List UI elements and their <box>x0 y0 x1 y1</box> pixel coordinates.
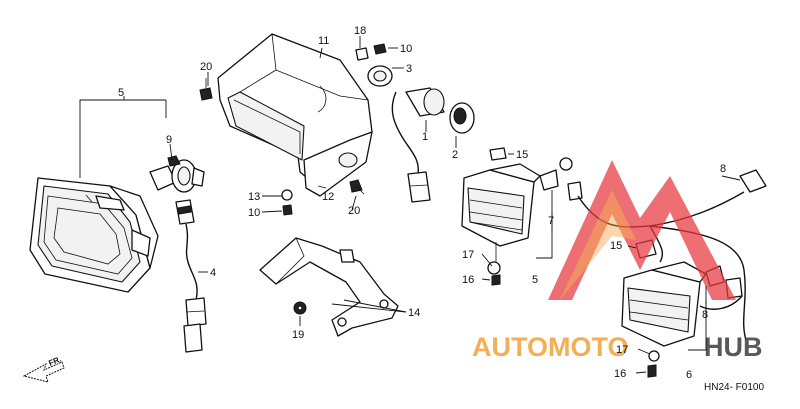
callout-15b: 15 <box>610 240 622 252</box>
watermark-text-right: HUB <box>704 332 763 362</box>
aux-lamp-upper <box>461 147 583 286</box>
headlight-assembly <box>29 177 159 293</box>
headlight-case <box>217 33 373 197</box>
callout-11: 11 <box>318 35 329 47</box>
callout-15a: 15 <box>516 149 528 161</box>
callout-16a: 16 <box>462 274 474 286</box>
callout-5b: 6 <box>686 369 692 381</box>
callout-20b: 20 <box>348 205 360 217</box>
fasteners-top <box>199 43 387 216</box>
callout-7: 5 <box>118 87 124 99</box>
callout-14: 14 <box>408 307 420 319</box>
callout-18: 18 <box>354 25 366 37</box>
drawing-code: HN24- F0100 <box>704 382 764 393</box>
callout-16b: 16 <box>614 368 626 380</box>
switch-assembly <box>367 65 475 203</box>
watermark-text-left: AUTOMOTO <box>472 332 629 362</box>
callout-12: 12 <box>322 191 334 203</box>
callout-13: 13 <box>248 191 260 203</box>
headlight-harness <box>175 199 207 353</box>
direction-label: FR. <box>47 355 62 368</box>
watermark-logo: AUTOMOTO HUB <box>472 160 763 362</box>
callout-6: 8 <box>720 163 726 175</box>
headlight-bracket <box>259 237 399 337</box>
callout-19: 19 <box>292 329 304 341</box>
callout-20a: 20 <box>200 61 212 73</box>
callout-8b: 8 <box>702 309 708 321</box>
callout-10b: 10 <box>400 43 412 55</box>
callout-17a: 17 <box>462 249 474 261</box>
callout-2: 2 <box>452 149 458 161</box>
callout-1: 1 <box>422 131 428 143</box>
callout-17b: 17 <box>616 344 628 356</box>
headlight-bulb <box>149 155 205 193</box>
callout-4: 4 <box>210 267 216 279</box>
leader-lines <box>79 36 741 374</box>
callout-9: 9 <box>166 134 172 146</box>
callout-3: 3 <box>406 63 412 75</box>
callout-5a: 5 <box>532 274 538 286</box>
callouts: 5 9 4 20 11 12 13 10 20 18 10 3 1 2 14 1… <box>118 25 726 381</box>
aux-lamp-lower <box>621 239 743 378</box>
direction-arrow: FR. <box>22 355 65 383</box>
callout-10a: 10 <box>248 207 260 219</box>
callout-8a: 7 <box>548 215 554 227</box>
